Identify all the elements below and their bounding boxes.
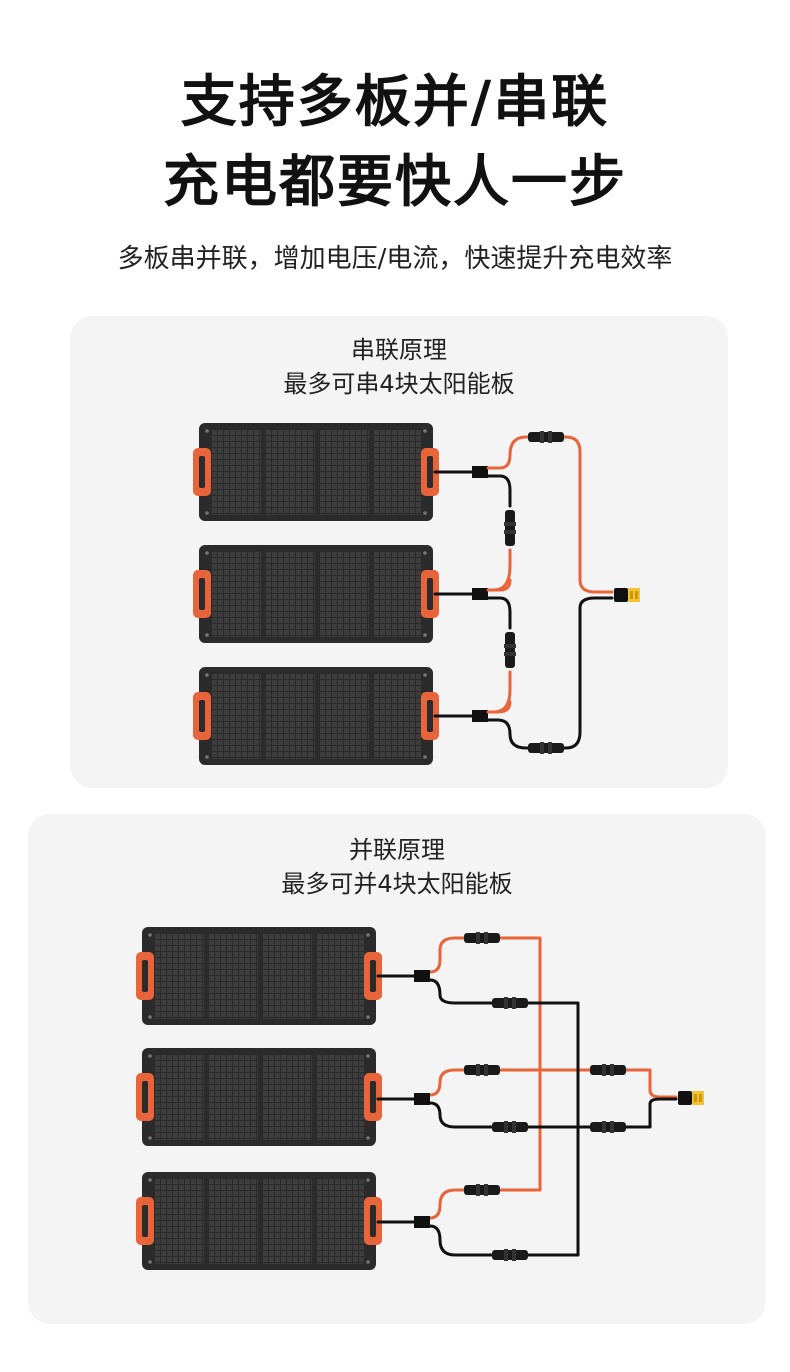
series-subtitle: 最多可串4块太阳能板: [283, 370, 515, 398]
series-xt60-output-icon: [614, 588, 640, 602]
headline-line2: 充电都要快人一步: [163, 150, 627, 215]
parallel-title: 并联原理: [349, 836, 445, 864]
parallel-mc4-red-2: [464, 1064, 500, 1076]
parallel-junction-1: [414, 970, 430, 982]
parallel-mc4-red-out: [590, 1064, 626, 1076]
series-mc4-connector-bottom: [528, 742, 564, 754]
series-mc4-connector-link-2: [504, 632, 516, 668]
series-solar-panel-2: [193, 545, 439, 643]
series-wiring: [433, 435, 614, 750]
parallel-mc4-black-3: [492, 1249, 528, 1261]
series-title: 串联原理: [351, 336, 447, 364]
subtitle: 多板串并联，增加电压/电流，快速提升充电效率: [117, 244, 673, 274]
series-solar-panel-3: [193, 667, 439, 765]
parallel-mc4-red-3: [464, 1184, 500, 1196]
parallel-solar-panel-1: [136, 927, 382, 1025]
series-mc4-connector-link-1: [504, 510, 516, 546]
headline-line1: 支持多板并/串联: [180, 70, 610, 135]
parallel-subtitle: 最多可并4块太阳能板: [281, 870, 513, 898]
parallel-solar-panel-2: [136, 1048, 382, 1146]
parallel-mc4-red-1: [464, 932, 500, 944]
parallel-mc4-black-2: [492, 1121, 528, 1133]
parallel-solar-panel-3: [136, 1172, 382, 1270]
parallel-mc4-black-1: [492, 997, 528, 1009]
parallel-junction-3: [414, 1216, 430, 1228]
parallel-mc4-black-out: [590, 1121, 626, 1133]
series-solar-panel-1: [193, 423, 439, 521]
series-mc4-connector-top: [528, 431, 564, 443]
parallel-junction-2: [414, 1093, 430, 1105]
parallel-xt60-output-icon: [678, 1091, 704, 1105]
parallel-wiring: [376, 936, 678, 1257]
